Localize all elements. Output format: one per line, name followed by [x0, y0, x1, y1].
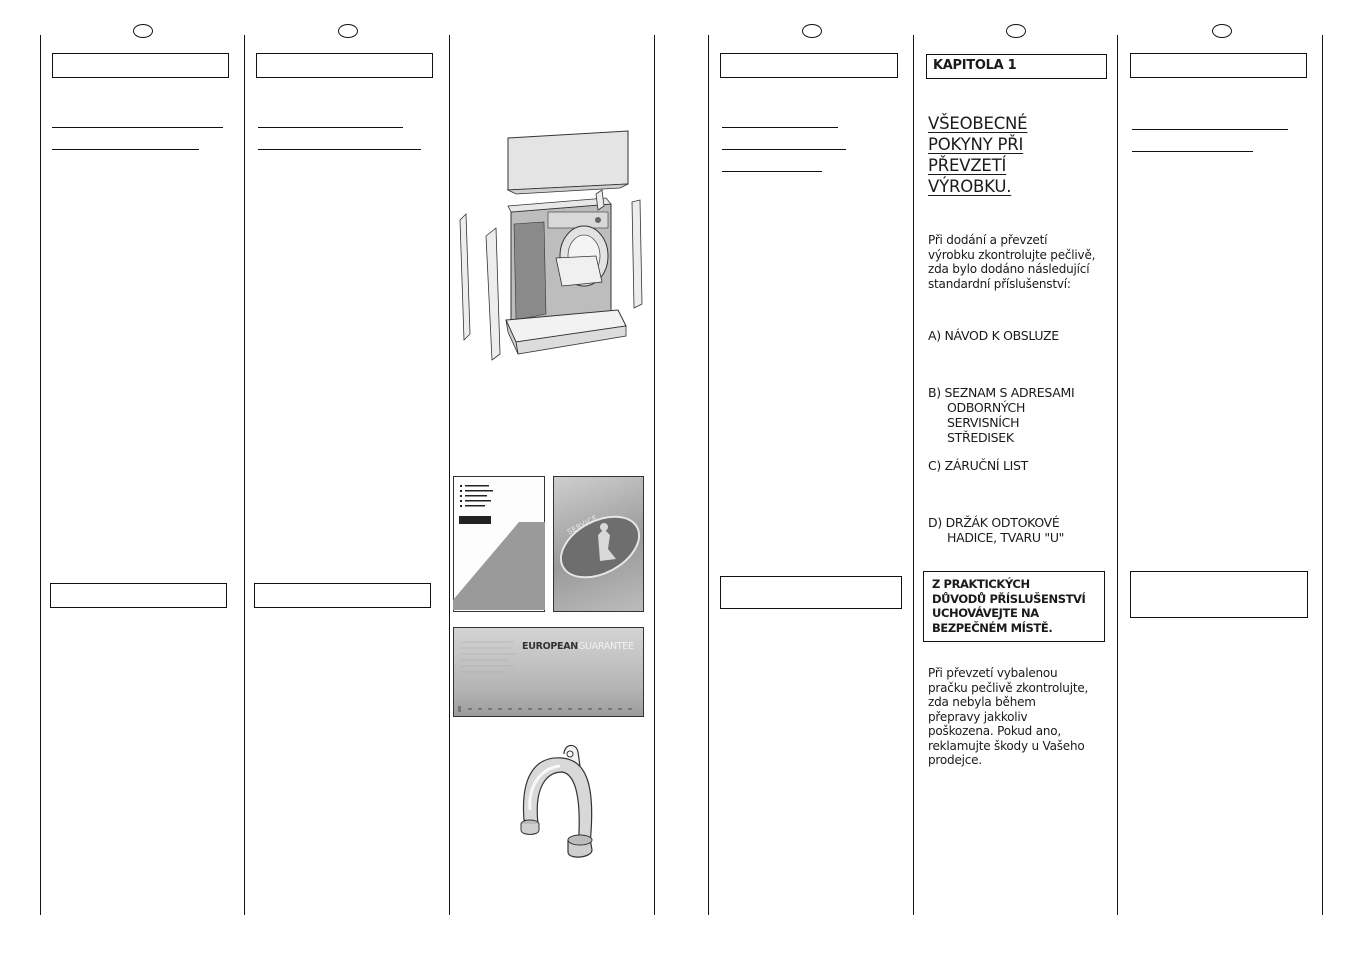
title-underline — [258, 149, 421, 150]
text-line: Při převzetí vybalenou — [928, 666, 1058, 680]
title-line: VÝROBKU. — [928, 177, 1012, 196]
text-line: UCHOVÁVEJTE NA — [932, 606, 1039, 620]
language-flag-oval — [338, 24, 358, 38]
guarantee-heading: EUROPEANGUARANTEE — [522, 641, 634, 652]
text-line: DŮVODŮ PŘÍSLUŠENSTVÍ — [932, 591, 1086, 606]
language-flag-oval — [802, 24, 822, 38]
accessory-item-a: A) NÁVOD K OBSLUZE — [928, 328, 1059, 343]
chapter-header-box — [720, 53, 898, 78]
text-line: prodejce. — [928, 753, 982, 767]
text-line: přepravy jakkoliv — [928, 709, 1028, 724]
accessory-item-b: B) SEZNAM S ADRESAMI ODBORNÝCH SERVISNÍC… — [928, 385, 1075, 445]
service-leaflet-thumbnail: SERVICE — [553, 476, 644, 612]
instruction-manual-thumbnail — [453, 476, 545, 612]
text-line: A) NÁVOD K OBSLUZE — [928, 328, 1059, 343]
service-leaflet-art — [559, 515, 641, 579]
guarantee-card-thumbnail: EUROPEANGUARANTEE — [453, 627, 644, 717]
title-line: PŘEVZETÍ — [928, 156, 1007, 175]
column-rule — [449, 35, 450, 915]
title-underline — [52, 127, 223, 128]
text-line: standardní příslušenství: — [928, 276, 1071, 291]
guarantee-word-european: EUROPEAN — [522, 641, 578, 652]
accessory-item-c: C) ZÁRUČNÍ LIST — [928, 458, 1028, 473]
chapter-header-box — [1130, 53, 1307, 78]
column-rule — [1322, 35, 1323, 915]
text-line: BEZPEČNÉM MÍSTĚ. — [932, 620, 1053, 635]
title-line: POKYNY PŘI — [928, 135, 1024, 154]
text-line: poškozena. Pokud ano, — [928, 724, 1062, 738]
text-line: ODBORNÝCH — [947, 400, 1026, 415]
guarantee-word-guarantee: GUARANTEE — [577, 641, 634, 652]
column-rule — [654, 35, 655, 915]
column-rule — [1117, 35, 1118, 915]
language-flag-oval — [1006, 24, 1026, 38]
title-underline — [52, 149, 199, 150]
notice-box — [254, 583, 431, 608]
text-line: zda bylo dodáno následující — [928, 262, 1090, 276]
title-underline — [722, 171, 822, 172]
text-line: reklamujte škody u Vašeho — [928, 738, 1085, 753]
column-rule — [40, 35, 41, 915]
title-underline — [258, 127, 403, 128]
title-underline — [1132, 129, 1288, 130]
title-underline — [722, 149, 846, 150]
washing-machine-unpacking-illustration — [459, 130, 643, 361]
language-flag-oval — [1212, 24, 1232, 38]
text-line: pračku pečlivě zkontrolujte, — [928, 680, 1089, 695]
chapter-header-box — [256, 53, 433, 78]
text-line: STŘEDISEK — [947, 430, 1014, 445]
column-rule — [708, 35, 709, 915]
page-title: VŠEOBECNÉ POKYNY PŘI PŘEVZETÍ VÝROBKU. — [928, 113, 1098, 197]
language-flag-oval — [133, 24, 153, 38]
notice-box — [1130, 571, 1308, 618]
title-underline — [722, 127, 838, 128]
column-rule — [244, 35, 245, 915]
chapter-label: KAPITOLA 1 — [926, 54, 1107, 79]
column-rule — [913, 35, 914, 915]
text-line: C) ZÁRUČNÍ LIST — [928, 458, 1028, 473]
chapter-header-box — [52, 53, 229, 78]
text-line: HADICE, TVARU "U" — [947, 530, 1065, 545]
damage-paragraph: Při převzetí vybalenou pračku pečlivě zk… — [928, 666, 1088, 768]
title-underline — [1132, 151, 1253, 152]
notice-box — [720, 576, 902, 609]
text-line: výrobku zkontrolujte pečlivě, — [928, 247, 1096, 262]
text-line: Z PRAKTICKÝCH — [932, 577, 1030, 591]
text-line: B) SEZNAM S ADRESAMI — [928, 385, 1075, 400]
u-hose-holder-illustration — [520, 744, 593, 858]
title-line: VŠEOBECNÉ — [928, 114, 1028, 133]
text-line: zda nebyla během — [928, 695, 1036, 709]
guarantee-card-art — [458, 641, 632, 712]
accessory-item-d: D) DRŽÁK ODTOKOVÉ HADICE, TVARU "U" — [928, 515, 1064, 545]
text-line: Při dodání a převzetí — [928, 233, 1048, 247]
safekeeping-notice: Z PRAKTICKÝCH DŮVODŮ PŘÍSLUŠENSTVÍ UCHOV… — [923, 571, 1105, 642]
text-line: D) DRŽÁK ODTOKOVÉ — [928, 515, 1060, 530]
intro-paragraph: Při dodání a převzetí výrobku zkontroluj… — [928, 233, 1095, 291]
notice-box — [50, 583, 227, 608]
text-line: SERVISNÍCH — [947, 415, 1020, 430]
